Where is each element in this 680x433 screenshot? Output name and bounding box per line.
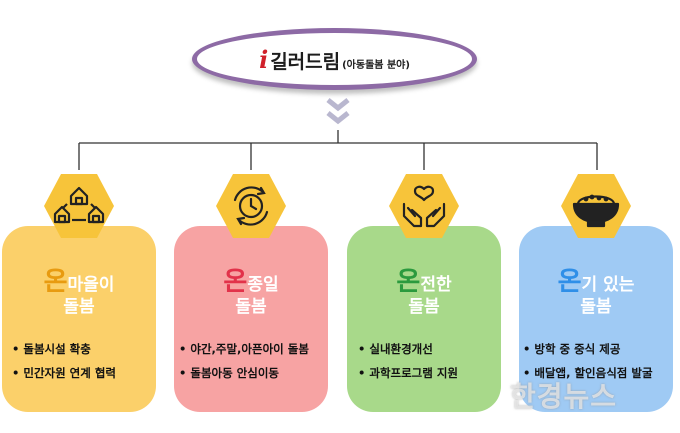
houses-network-icon (53, 186, 105, 224)
hexagon-badge (389, 174, 459, 238)
hands-heart-icon (402, 185, 446, 228)
on-character: 온 (43, 267, 68, 297)
card-village-title: 온마을이 돌봄 (2, 267, 156, 317)
hexagon-badge (561, 174, 631, 238)
card-heading: 기 있는 (581, 275, 635, 295)
card-village-bullets: 돌봄시설 확충 민간자원 연계 협력 (12, 337, 116, 385)
on-character: 온 (396, 267, 421, 297)
title-ellipse: i 길러드림 (아동돌봄 분야) (192, 28, 477, 90)
card-safe-title: 온전한 돌봄 (347, 267, 501, 317)
program-title: 길러드림 (270, 50, 341, 73)
card-warm-title: 온기 있는 돌봄 (519, 267, 673, 317)
logo-letter: i (259, 44, 269, 74)
bullet-item: 과학프로그램 지원 (358, 361, 458, 385)
hexagon-badge (216, 174, 286, 238)
bullet-item: 배달앱, 할인음식점 발굴 (523, 361, 652, 385)
clock-cycle-icon (233, 186, 269, 226)
double-chevron-down-icon (326, 98, 350, 125)
hexagon-badge (44, 174, 114, 238)
bullet-item: 민간자원 연계 협력 (12, 361, 116, 385)
card-warm-bullets: 방학 중 중식 제공 배달앱, 할인음식점 발굴 (523, 337, 653, 385)
bullet-item: 돌봄아동 안심이동 (179, 361, 309, 385)
card-safe-bullets: 실내환경개선 과학프로그램 지원 (358, 337, 458, 385)
watermark: 한경뉴스 (510, 380, 618, 413)
card-heading: 전한 (420, 275, 452, 295)
bullet-item: 방학 중 중식 제공 (523, 337, 653, 361)
program-subtitle: (아동돌봄 분야) (342, 59, 410, 71)
rice-bowl-icon (572, 194, 620, 228)
card-heading-line2: 돌봄 (408, 296, 440, 317)
card-heading-line2: 돌봄 (580, 296, 612, 317)
bullet-item: 실내환경개선 (358, 337, 458, 361)
on-character: 온 (557, 267, 582, 297)
card-allday-title: 온종일 돌봄 (174, 267, 328, 317)
bullet-item: 돌봄시설 확충 (12, 337, 116, 361)
card-allday-bullets: 야간,주말,아픈아이 돌봄 돌봄아동 안심이동 (179, 337, 309, 385)
bullet-item: 야간,주말,아픈아이 돌봄 (179, 337, 309, 361)
on-character: 온 (223, 267, 248, 297)
card-heading-line2: 돌봄 (63, 296, 95, 317)
card-heading-line2: 돌봄 (235, 296, 267, 317)
card-heading: 마을이 (67, 275, 115, 295)
card-heading: 종일 (247, 275, 279, 295)
